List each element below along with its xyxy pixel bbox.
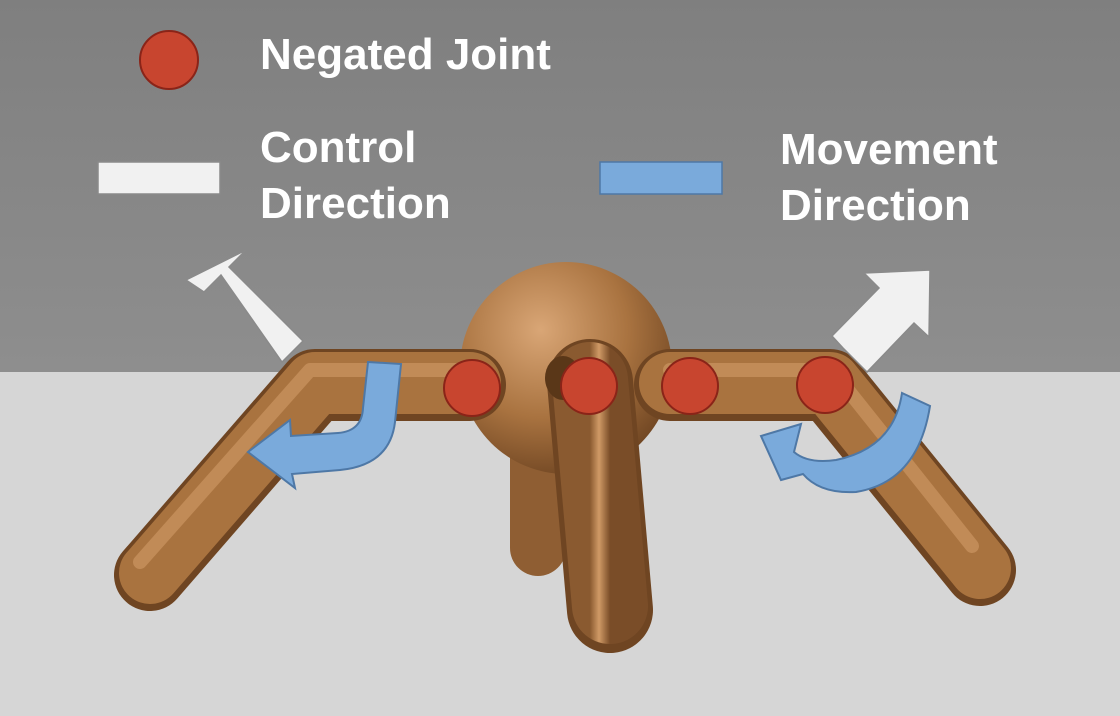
legend-control-line1: Control: [260, 123, 417, 172]
legend-control-swatch: [97, 161, 221, 195]
left-leg: [119, 352, 501, 604]
legend-control-direction-label: Control Direction: [260, 120, 451, 232]
legend-joint-swatch: [139, 30, 199, 90]
legend-negated-joint-label: Negated Joint: [260, 27, 551, 83]
negated-joint-1: [443, 359, 501, 417]
legend-movement-direction-label: Movement Direction: [780, 122, 998, 234]
legend-negated-joint-text: Negated Joint: [260, 30, 551, 79]
front-leg: [552, 342, 648, 644]
negated-joint-3: [661, 357, 719, 415]
legend-movement-line2: Direction: [780, 181, 971, 230]
movement-arrow-left: [246, 360, 403, 491]
movement-arrow-right: [759, 391, 932, 494]
left-leg-highlight: [133, 363, 477, 569]
control-arrow-right: [830, 269, 931, 374]
control-arrow-left: [184, 249, 305, 364]
negated-joint-2: [560, 357, 618, 415]
legend-control-line2: Direction: [260, 179, 451, 228]
negated-joint-4: [796, 356, 854, 414]
legend-movement-line1: Movement: [780, 125, 998, 174]
legend-movement-swatch: [599, 161, 723, 195]
